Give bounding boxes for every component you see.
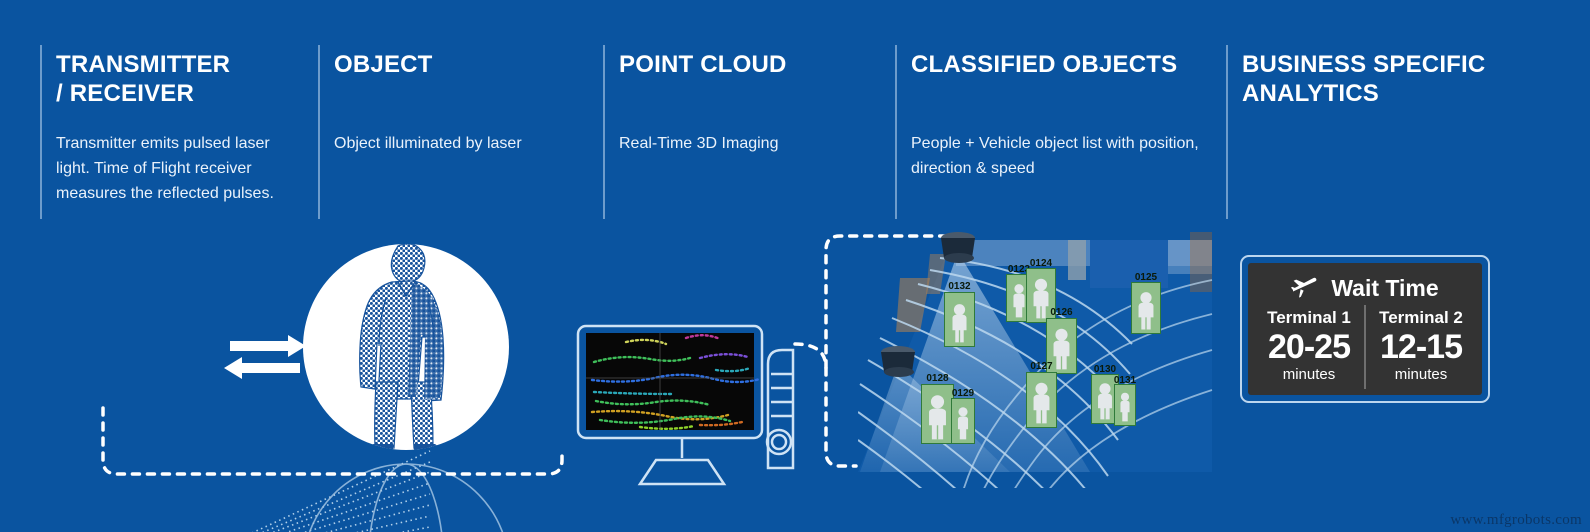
- classified-object-tag[interactable]: [1114, 384, 1136, 426]
- terminal-name: Terminal 1: [1267, 308, 1351, 327]
- classified-object-tag[interactable]: [951, 398, 975, 444]
- classified-object-label: 0132: [948, 281, 971, 292]
- monitor-icon: [576, 324, 764, 486]
- scene-lidar-sensor: [881, 346, 915, 377]
- terminal-building: [1090, 240, 1168, 288]
- column-body: People + Vehicle object list with positi…: [911, 135, 1199, 177]
- column-body: Real-Time 3D Imaging: [619, 135, 779, 152]
- column-divider: [318, 45, 320, 219]
- laser-beam-fan: [252, 450, 431, 532]
- server-tower-icon: [765, 348, 795, 470]
- terminal-2-block: Terminal 2 12-15 minutes: [1366, 305, 1476, 389]
- column-title: OBJECT: [334, 51, 433, 78]
- connector-path-1: [101, 406, 564, 476]
- column-title: TRANSMITTER/ RECEIVER: [56, 50, 356, 108]
- terminal-wait-value: 20-25: [1268, 328, 1351, 366]
- classified-object-label: 0127: [1030, 361, 1053, 372]
- terminal-wait-value: 12-15: [1380, 328, 1463, 366]
- classified-object-tag[interactable]: [1026, 372, 1057, 428]
- arrow-left-icon: [224, 357, 300, 379]
- terminal-wait-unit: minutes: [1394, 366, 1448, 383]
- classified-object-label: 0130: [1093, 364, 1117, 375]
- column-title-line2: ANALYTICS: [1242, 80, 1379, 107]
- classified-object-label: 0131: [1113, 375, 1137, 386]
- scene-illustration: [101, 232, 1213, 532]
- object-sphere-outline: [308, 463, 504, 532]
- person-silhouette-icon: [359, 244, 445, 450]
- terminal-wait-unit: minutes: [1282, 366, 1336, 383]
- wait-time-sign[interactable]: Wait Time Terminal 1 20-25 minutes Termi…: [1240, 255, 1490, 403]
- terminal-name: Terminal 2: [1379, 308, 1463, 327]
- column-title: CLASSIFIED OBJECTS: [911, 51, 1178, 78]
- column-divider: [1226, 45, 1228, 219]
- classified-object-label: 0126: [1050, 307, 1073, 318]
- terminal-building: [1068, 240, 1086, 280]
- column-divider: [603, 45, 605, 219]
- airplane-icon: [1291, 277, 1317, 298]
- classified-object-label: 0123: [1007, 264, 1031, 275]
- column-body: Transmitter emits pulsed laser light. Ti…: [56, 135, 274, 202]
- column-title-line1: TRANSMITTER: [56, 51, 231, 78]
- classified-object-tag[interactable]: [921, 384, 954, 444]
- column-title: POINT CLOUD: [619, 51, 787, 78]
- terminal-1-block: Terminal 1 20-25 minutes: [1254, 305, 1366, 389]
- watermark: www.mfgrobots.com: [1450, 512, 1582, 528]
- column-divider: [40, 45, 42, 219]
- classified-object-tag[interactable]: [1026, 268, 1056, 323]
- classified-object-tag[interactable]: [1131, 282, 1161, 334]
- classified-object-label: 0129: [951, 388, 975, 399]
- terminal-building: [1168, 240, 1212, 274]
- sign-title: Wait Time: [1331, 274, 1439, 301]
- column-divider: [895, 45, 897, 219]
- column-body: Object illuminated by laser: [334, 135, 522, 152]
- classified-object-label: 0125: [1134, 272, 1158, 283]
- connector-scene-bottom: [824, 366, 858, 468]
- arrow-right-icon: [230, 335, 306, 357]
- classified-object-label: 0124: [1029, 258, 1053, 269]
- scene-lidar-sensor: [941, 232, 975, 263]
- classified-object-label: 0128: [926, 373, 949, 384]
- classified-object-tag[interactable]: [944, 292, 975, 347]
- classified-object-tag[interactable]: [1046, 318, 1077, 374]
- point-cloud-scanlines: [590, 334, 762, 430]
- connector-monitor-to-scene: [793, 234, 954, 369]
- column-title-line2: / RECEIVER: [56, 80, 195, 107]
- terminal-building: [1190, 232, 1212, 292]
- column-title-line1: BUSINESS SPECIFIC: [1242, 51, 1486, 78]
